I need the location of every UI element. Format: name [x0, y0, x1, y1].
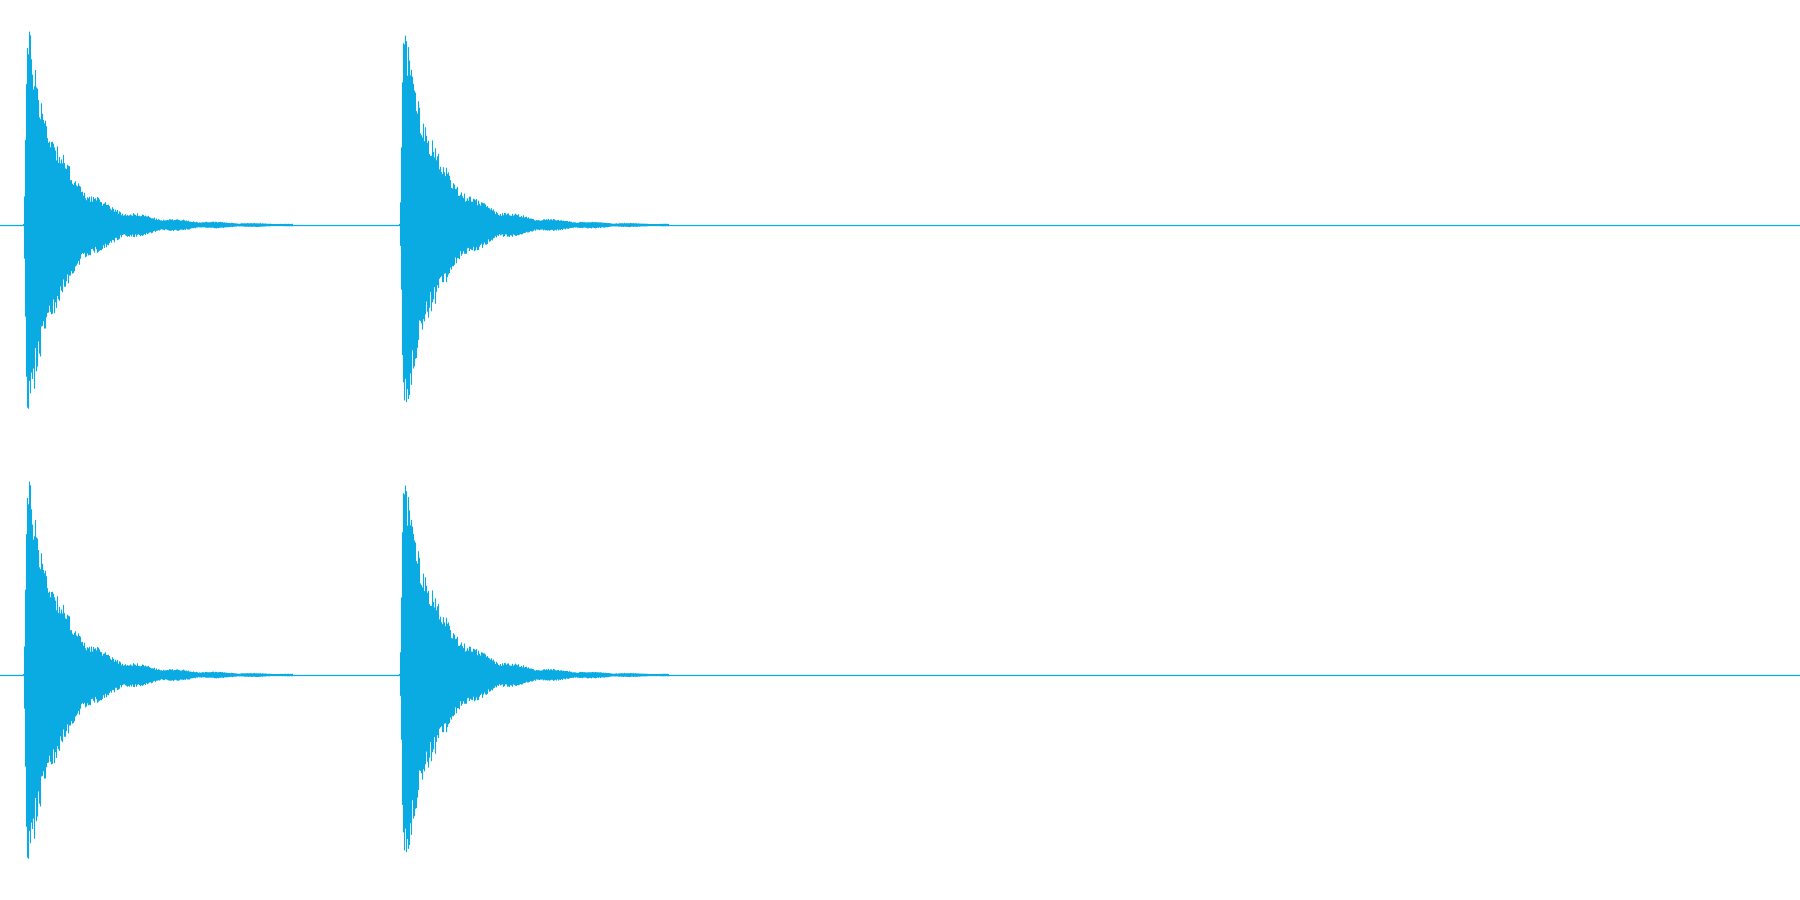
channel-2-waveform [0, 481, 1800, 859]
channel-2-hit-1 [22, 481, 294, 859]
channel-1-hit-2 [398, 35, 670, 403]
channel-1-hit-1 [22, 31, 294, 409]
channel-1-waveform [0, 31, 1800, 409]
channel-2-hit-2 [398, 485, 670, 853]
